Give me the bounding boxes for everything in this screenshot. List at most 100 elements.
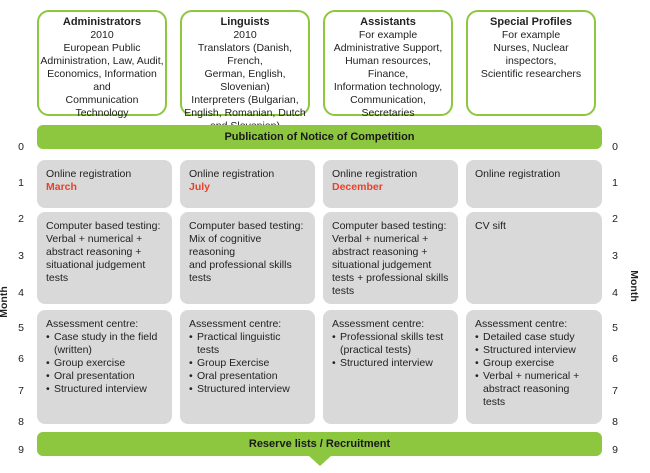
assessment-list: Professional skills test(practical tests… [332, 331, 450, 370]
month-tick-left: 3 [18, 250, 24, 262]
month-tick-right: 4 [612, 287, 618, 299]
profile-line: For example [501, 29, 561, 41]
profile-line: 2010 [233, 29, 257, 41]
testing-cell-administrators: Computer based testing: Verbal + numeric… [37, 212, 172, 304]
profile-line: Human resources, Finance, [345, 55, 431, 80]
item-line: (practical tests) [340, 344, 412, 356]
testing-line: Computer based testing: [332, 220, 447, 232]
profile-box-administrators: Administrators 2010 European Public Admi… [37, 10, 167, 119]
month-tick-right: 0 [612, 141, 618, 153]
month-tick-right: 6 [612, 353, 618, 365]
month-tick-left: 1 [18, 177, 24, 189]
testing-line: tests [189, 272, 212, 284]
profile-box-special-profiles: Special Profiles For example Nurses, Nuc… [466, 10, 596, 116]
assessment-title: Assessment centre: [332, 318, 425, 330]
assessment-cell-assistants: Assessment centre: Professional skills t… [323, 310, 458, 424]
registration-month: December [332, 181, 383, 193]
profile-line: Translators (Danish, French, [197, 42, 293, 67]
assessment-item: Structured interview [46, 383, 164, 396]
profile-line: German, English, Slovenian) [204, 68, 286, 93]
profile-line: English, Romanian, Dutch [184, 107, 306, 119]
testing-cell-special-profiles: CV sift [466, 212, 602, 304]
month-tick-left: 6 [18, 353, 24, 365]
item-line: Verbal + numerical + [483, 370, 580, 382]
month-axis-label-left: Month [0, 286, 10, 318]
profile-line: Communication, Secretaries [350, 94, 426, 119]
testing-line: abstract reasoning + [46, 246, 142, 258]
registration-label: Online registration [46, 168, 132, 180]
registration-cell-administrators: Online registration March [37, 160, 172, 208]
month-tick-left: 8 [18, 416, 24, 428]
item-line: Case study in the field [54, 331, 158, 343]
assessment-item: Group Exercise [189, 357, 307, 370]
assessment-list: Case study in the field(written) Group e… [46, 331, 164, 396]
testing-line: situational judgement [332, 259, 432, 271]
profile-title: Linguists [220, 16, 270, 28]
item-line: abstract reasoning tests [483, 383, 570, 408]
registration-cell-assistants: Online registration December [323, 160, 458, 208]
profile-line: Information technology, [333, 81, 443, 93]
assessment-item: Oral presentation [189, 370, 307, 383]
registration-month: July [189, 181, 211, 193]
testing-line: situational judgement [46, 259, 146, 271]
testing-line: Mix of cognitive reasoning [189, 233, 262, 258]
month-tick-right: 8 [612, 416, 618, 428]
month-tick-right: 2 [612, 213, 618, 225]
assessment-item: Structured interview [475, 344, 594, 357]
assessment-title: Assessment centre: [46, 318, 139, 330]
assessment-title: Assessment centre: [475, 318, 568, 330]
testing-line: Verbal + numerical + [332, 233, 429, 245]
month-tick-right: 3 [612, 250, 618, 262]
assessment-item: Verbal + numerical +abstract reasoning t… [475, 370, 594, 409]
profile-title: Special Profiles [490, 16, 572, 28]
notice-of-competition-bar: Publication of Notice of Competition [37, 125, 602, 149]
down-arrow-icon [309, 456, 331, 466]
profile-line: Interpreters (Bulgarian, [191, 94, 299, 106]
testing-line: and professional skills [189, 259, 292, 271]
testing-line: CV sift [475, 220, 506, 232]
month-tick-left: 9 [18, 444, 24, 456]
profile-title: Assistants [360, 16, 416, 28]
profile-box-linguists: Linguists 2010 Translators (Danish, Fren… [180, 10, 310, 132]
assessment-list: Detailed case study Structured interview… [475, 331, 594, 409]
profile-line: Economics, Information and [47, 68, 157, 93]
month-tick-left: 4 [18, 287, 24, 299]
reserve-lists-bar: Reserve lists / Recruitment [37, 432, 602, 456]
profile-line: Administration, Law, Audit, [40, 55, 164, 67]
assessment-cell-administrators: Assessment centre: Case study in the fie… [37, 310, 172, 424]
assessment-title: Assessment centre: [189, 318, 282, 330]
assessment-item: Group exercise [46, 357, 164, 370]
item-line: (written) [54, 344, 92, 356]
profile-line: Nurses, Nuclear inspectors, [493, 42, 569, 67]
testing-line: tests [332, 285, 355, 297]
assessment-cell-linguists: Assessment centre: Practical linguistict… [180, 310, 315, 424]
testing-cell-assistants: Computer based testing: Verbal + numeric… [323, 212, 458, 304]
testing-line: abstract reasoning + [332, 246, 428, 258]
assessment-item: Structured interview [189, 383, 307, 396]
profile-box-assistants: Assistants For example Administrative Su… [323, 10, 453, 119]
assessment-item: Oral presentation [46, 370, 164, 383]
registration-label: Online registration [332, 168, 418, 180]
assessment-cell-special-profiles: Assessment centre: Detailed case study S… [466, 310, 602, 424]
month-tick-left: 7 [18, 385, 24, 397]
assessment-item: Group exercise [475, 357, 594, 370]
assessment-item: Professional skills test(practical tests… [332, 331, 450, 357]
month-tick-left: 2 [18, 213, 24, 225]
month-tick-right: 9 [612, 444, 618, 456]
profile-line: 2010 [90, 29, 114, 41]
registration-month: March [46, 181, 77, 193]
testing-line: tests + professional skills [332, 272, 449, 284]
profile-line: Administrative Support, [333, 42, 443, 54]
testing-line: Computer based testing: [46, 220, 161, 232]
registration-cell-special-profiles: Online registration [466, 160, 602, 208]
testing-line: tests [46, 272, 69, 284]
month-tick-left: 5 [18, 322, 24, 334]
testing-cell-linguists: Computer based testing: Mix of cognitive… [180, 212, 315, 304]
item-line: Professional skills test [340, 331, 444, 343]
item-line: tests [197, 344, 220, 356]
assessment-item: Case study in the field(written) [46, 331, 164, 357]
testing-line: Verbal + numerical + [46, 233, 143, 245]
profile-line: Scientific researchers [480, 68, 582, 80]
